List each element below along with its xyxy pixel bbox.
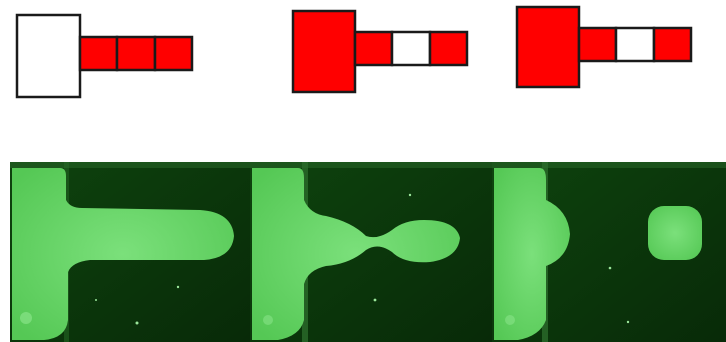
dust-speck	[136, 322, 139, 325]
micrograph-extension	[10, 162, 250, 342]
pad-electrode-2	[392, 32, 430, 65]
dust-speck	[20, 312, 32, 324]
reservoir-electrode	[293, 11, 355, 92]
pad-electrode-3	[654, 28, 691, 61]
dust-speck	[177, 286, 179, 288]
pad-electrode-3	[430, 32, 467, 65]
electrode-gap-line	[492, 162, 726, 168]
dust-speck	[95, 299, 97, 301]
dust-speck	[627, 321, 629, 323]
schematic-state-2	[293, 11, 467, 92]
pad-electrode-1	[80, 37, 117, 70]
reservoir-electrode	[517, 7, 579, 87]
dispensed-droplet	[648, 206, 702, 260]
electrode-gap-line	[250, 162, 492, 168]
schematic-state-3	[517, 7, 691, 87]
reservoir-electrode	[17, 15, 80, 97]
pad-electrode-1	[579, 28, 616, 61]
micrograph-pinch-off	[492, 162, 726, 342]
pad-electrode-3	[155, 37, 192, 70]
dust-speck	[374, 299, 377, 302]
micrograph-necking	[250, 162, 492, 342]
pad-electrode-2	[117, 37, 155, 70]
schematic-state-1	[17, 15, 192, 97]
pad-electrode-2	[616, 28, 654, 61]
electrode-gap-line	[10, 162, 250, 168]
dust-speck	[409, 194, 411, 196]
schematic-row	[17, 7, 691, 97]
pad-electrode-1	[355, 32, 392, 65]
dust-speck	[505, 315, 515, 325]
dust-speck	[263, 315, 273, 325]
micrograph-row	[10, 162, 726, 342]
dust-speck	[609, 267, 612, 270]
